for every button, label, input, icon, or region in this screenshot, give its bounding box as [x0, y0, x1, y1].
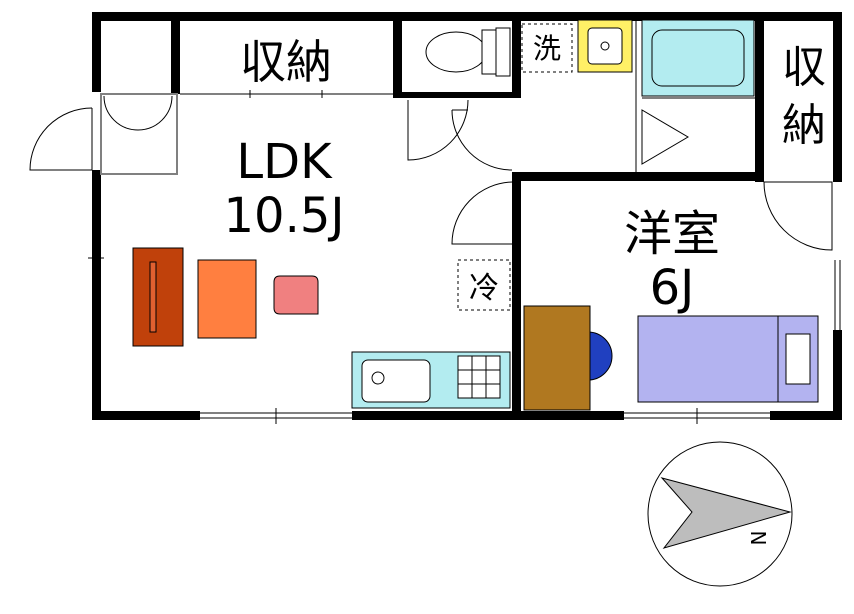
desk: [523, 305, 591, 411]
storage-top-label: 収納: [240, 35, 332, 89]
dining-table: [197, 259, 257, 339]
storage-right-label-2: 納: [782, 100, 826, 151]
kitchen-counter: [351, 351, 511, 409]
western-room-size-label: 6J: [650, 260, 695, 316]
storage-right-label-1: 収: [782, 42, 826, 93]
pillow: [785, 333, 811, 385]
compass-icon: N: [647, 441, 793, 587]
ldk-furniture: [132, 247, 319, 347]
western-room-name-label: 洋室: [624, 206, 720, 262]
walls: [92, 12, 842, 420]
wash-basin-icon: [577, 19, 633, 73]
bathtub-icon: [641, 19, 755, 97]
compass-north-label: N: [747, 531, 771, 546]
fridge-label: 冷: [469, 271, 499, 306]
ldk-size-label: 10.5J: [223, 188, 344, 244]
chair: [273, 275, 319, 315]
washer-spot: 洗: [521, 23, 573, 73]
fridge-spot: 冷: [457, 259, 511, 311]
washer-label: 洗: [533, 32, 561, 65]
toilet-icon: [425, 27, 511, 77]
cabinet: [132, 247, 184, 347]
ldk-name-label: LDK: [236, 134, 333, 190]
entrance: [29, 93, 178, 175]
doors: [407, 99, 833, 251]
desk-chair: [587, 331, 613, 381]
thin-lines: [88, 20, 841, 424]
western-furniture: [523, 305, 819, 411]
